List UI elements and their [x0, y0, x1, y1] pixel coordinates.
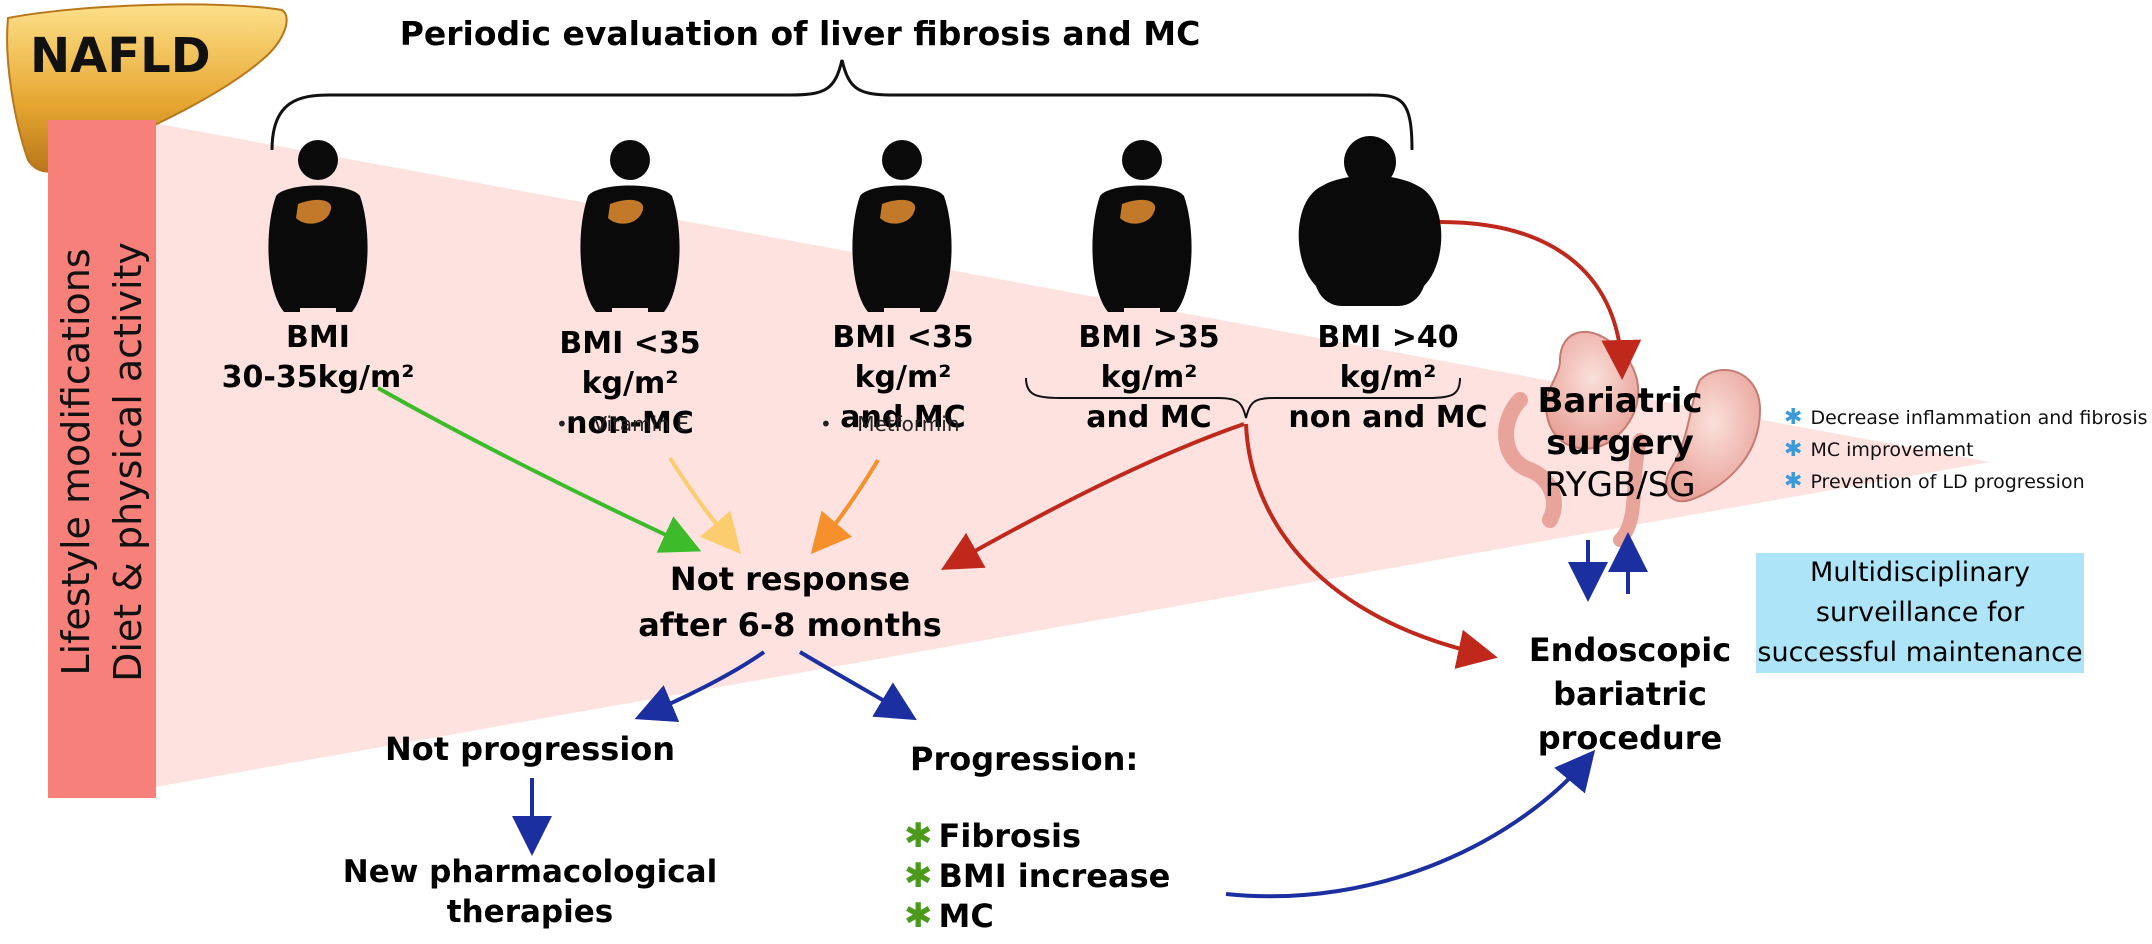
blue-asterisk-icon: ✱	[1784, 405, 1803, 430]
surveillance-line3: successful maintenance	[1757, 637, 2083, 668]
not-response-line2: after 6-8 months	[638, 606, 942, 644]
person-icon-4	[1092, 140, 1192, 312]
person-icon-3	[852, 140, 952, 312]
arrow-blue-left	[634, 650, 766, 723]
benefit-item-1-text: Decrease inflammation and fibrosis	[1810, 407, 2148, 429]
benefit-item-1: ✱ Decrease inflammation and fibrosis	[1784, 402, 2152, 434]
surgery-benefits: ✱ Decrease inflammation and fibrosis ✱ MC …	[1784, 402, 2152, 498]
progression-item-bmi: ✱BMI increase	[904, 852, 1170, 900]
side-label-line1: Lifestyle modifications	[54, 248, 98, 676]
endoscopic-line1: Endoscopic	[1528, 631, 1732, 669]
arrow-red-to-response	[941, 422, 1245, 570]
treatment-metformin: • Metformin	[820, 412, 960, 436]
arrow-red-to-surgery	[1439, 220, 1642, 380]
bullet-icon: •	[820, 412, 832, 436]
group-4-label: BMI >35 kg/m² and MC	[1040, 318, 1258, 438]
surgery-line1: Bariatric	[1537, 381, 1703, 421]
page-title: Periodic evaluation of liver fibrosis an…	[399, 14, 1201, 53]
blue-asterisk-icon: ✱	[1784, 469, 1803, 494]
progression-item-fibrosis-text: Fibrosis	[938, 817, 1082, 855]
progression-item-bmi-text: BMI increase	[938, 857, 1171, 895]
new-therapies-line1: New pharmacological	[342, 854, 718, 890]
surveillance-line2: surveillance for	[1815, 597, 2025, 628]
group-2-line2: non-MC	[566, 406, 694, 441]
group-3-line2: and MC	[840, 400, 966, 435]
green-asterisk-icon: ✱	[904, 856, 933, 896]
arrow-blue-to-endoscopic	[1225, 749, 1596, 899]
person-icon-5	[1298, 136, 1442, 306]
progression-item-mc-text: MC	[938, 897, 994, 935]
nafld-label: NAFLD	[30, 28, 211, 84]
arrow-red-to-endoscopic	[1244, 423, 1498, 669]
surgery-line2: surgery	[1546, 423, 1694, 463]
group-3-label: BMI <35 kg/m² and MC	[790, 318, 1016, 438]
arrow-orange	[810, 458, 880, 555]
treatment-vitamin-e: • Vitamin E	[556, 412, 689, 436]
endoscopic-node: Endoscopic bariatric procedure	[1520, 628, 1740, 760]
side-label-line2: Diet & physical activity	[106, 242, 150, 682]
group-1-label: BMI 30-35kg/m²	[218, 318, 418, 398]
treatment-metformin-text: Metformin	[857, 412, 960, 436]
new-therapies-node: New pharmacological therapies	[330, 852, 730, 932]
bottom-brace	[1025, 377, 1461, 419]
not-progression-node: Not progression	[384, 730, 676, 768]
group-5-line2: non and MC	[1288, 400, 1488, 435]
lifestyle-side-bar: Lifestyle modifications Diet & physical …	[48, 120, 156, 798]
group-5-line1: BMI >40 kg/m²	[1317, 320, 1459, 395]
group-2-label: BMI <35 kg/m² non-MC	[520, 324, 740, 444]
group-4-line1: BMI >35 kg/m²	[1078, 320, 1220, 395]
progression-item-mc: ✱MC	[904, 892, 994, 940]
group-4-line2: and MC	[1086, 400, 1212, 435]
surveillance-line1: Multidisciplinary	[1810, 557, 2030, 588]
arrow-blue-right	[798, 650, 917, 721]
endoscopic-line3: procedure	[1537, 719, 1723, 757]
benefit-item-3-text: Prevention of LD progression	[1810, 471, 2085, 493]
arrow-green	[377, 386, 702, 553]
group-5-label: BMI >40 kg/m² non and MC	[1278, 318, 1498, 438]
blue-asterisk-icon: ✱	[1784, 437, 1803, 462]
not-response-node: Not response after 6-8 months	[600, 556, 980, 648]
green-asterisk-icon: ✱	[904, 816, 933, 856]
treatment-vitamin-e-text: Vitamin E	[593, 412, 689, 436]
surveillance-box: Multidisciplinary surveillance for succe…	[1756, 553, 2084, 673]
new-therapies-line2: therapies	[446, 894, 614, 930]
surgery-line3: RYGB/SG	[1544, 465, 1696, 505]
group-1-line2: 30-35kg/m²	[221, 360, 415, 395]
lifestyle-side-text: Lifestyle modifications Diet & physical …	[50, 108, 154, 816]
person-icon-1	[268, 140, 368, 312]
not-response-line1: Not response	[669, 560, 911, 598]
group-1-line1: BMI	[286, 320, 350, 355]
group-3-line1: BMI <35 kg/m²	[832, 320, 974, 395]
benefit-item-2-text: MC improvement	[1810, 439, 1974, 461]
bariatric-surgery-label: Bariatric surgery RYGB/SG	[1520, 380, 1720, 506]
group-2-line1: BMI <35 kg/m²	[559, 326, 701, 401]
funnel-background	[110, 115, 1990, 795]
bullet-icon: •	[556, 412, 568, 436]
arrow-yellow	[668, 456, 742, 555]
endoscopic-line2: bariatric	[1553, 675, 1707, 713]
benefit-item-2: ✱ MC improvement	[1784, 434, 2152, 466]
green-asterisk-icon: ✱	[904, 896, 933, 936]
progression-node: Progression:	[910, 740, 1139, 778]
person-icon-2	[580, 140, 680, 312]
progression-item-fibrosis: ✱Fibrosis	[904, 812, 1081, 860]
benefit-item-3: ✱ Prevention of LD progression	[1784, 466, 2152, 498]
top-brace	[270, 59, 1414, 151]
